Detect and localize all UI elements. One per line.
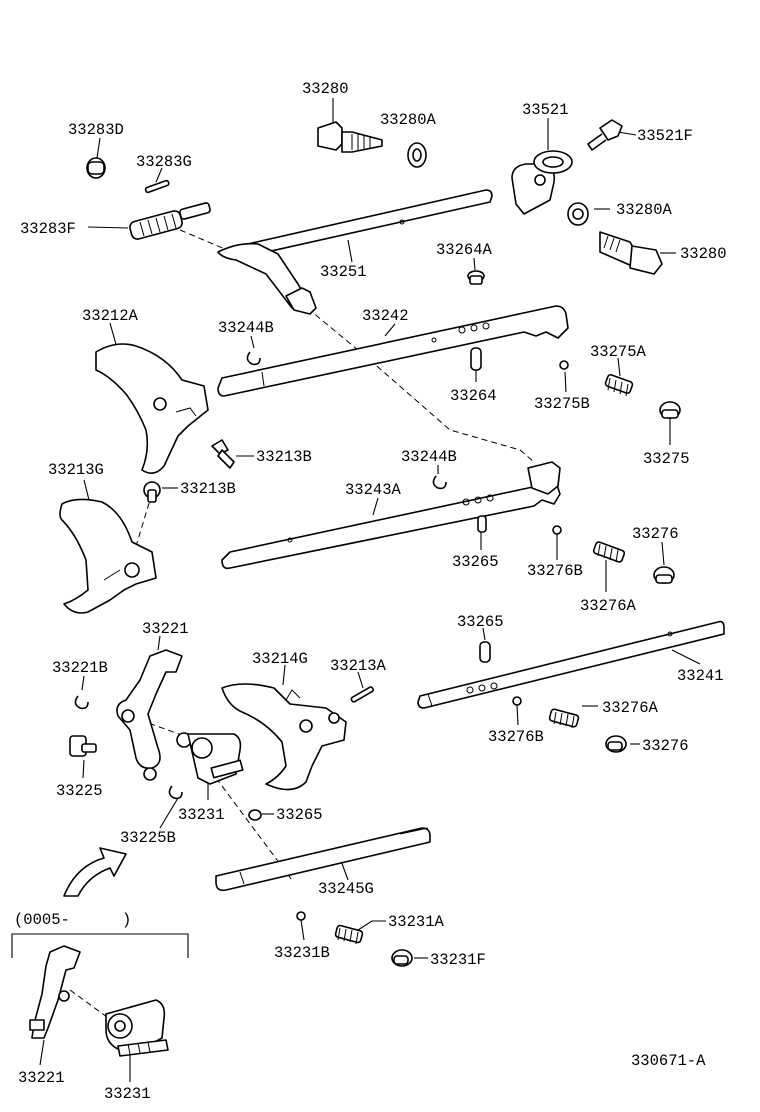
bolt-33521F — [587, 119, 623, 151]
label-33521: 33521 — [522, 101, 569, 119]
label-33265-low: 33265 — [276, 806, 323, 824]
head-33231-top — [176, 732, 244, 785]
shaft-33245G — [215, 827, 431, 892]
shaft-33242 — [217, 305, 569, 397]
lever-33221-top — [116, 649, 183, 781]
pin-33264 — [470, 347, 482, 371]
ball-33276B-mid — [512, 696, 522, 706]
label-33231-bottom: 33231 — [104, 1085, 151, 1103]
shaft-33241 — [417, 620, 725, 709]
spring-33276A-top — [592, 541, 626, 563]
label-33280A-right: 33280A — [616, 201, 673, 219]
shaft-33243A — [221, 461, 561, 570]
spring-33231A — [334, 924, 364, 945]
fork-33213G — [59, 498, 157, 614]
label-33213A: 33213A — [330, 657, 387, 675]
bolt-33280-right — [599, 231, 663, 275]
ball-33276B-top — [552, 525, 562, 535]
label-33244B-mid: 33244B — [401, 448, 457, 466]
label-33276-mid: 33276 — [642, 737, 689, 755]
label-33276B-top: 33276B — [527, 562, 583, 580]
label-33521F: 33521F — [637, 127, 693, 145]
label-33283F: 33283F — [20, 220, 76, 238]
label-33265-mid: 33265 — [457, 613, 504, 631]
label-33276-top: 33276 — [632, 525, 679, 543]
plug-33231F — [391, 949, 413, 967]
label-33221-top: 33221 — [142, 620, 189, 638]
plug-33275 — [659, 401, 681, 419]
label-33275A: 33275A — [590, 343, 647, 361]
lever-33221-bottom — [29, 945, 81, 1039]
variant-bracket — [11, 933, 189, 958]
label-33244B-top: 33244B — [218, 319, 274, 337]
plug-33283D — [86, 157, 106, 179]
label-33213G: 33213G — [48, 461, 104, 479]
label-33231A: 33231A — [388, 913, 445, 931]
label-33280-right: 33280 — [680, 245, 727, 263]
pin-33225 — [69, 735, 97, 757]
clip-33225B — [168, 785, 183, 800]
label-33283D: 33283D — [68, 121, 124, 139]
label-33275: 33275 — [643, 450, 690, 468]
spring-33276A-mid — [548, 708, 580, 729]
plug-33276-mid — [605, 735, 627, 753]
label-33264: 33264 — [450, 387, 497, 405]
label-33276B-mid: 33276B — [488, 728, 544, 746]
diagram-id: 330671-A — [631, 1052, 706, 1070]
ball-33231B — [296, 911, 306, 921]
label-33275B: 33275B — [534, 395, 590, 413]
pin-33265-top — [477, 515, 487, 533]
label-33212A: 33212A — [82, 307, 139, 325]
variant-note-close: ) — [122, 911, 131, 929]
label-33276A-mid: 33276A — [602, 699, 659, 717]
label-33221B: 33221B — [52, 659, 108, 677]
label-33231-top: 33231 — [178, 806, 225, 824]
label-33225B: 33225B — [120, 829, 176, 847]
label-33221-bottom: 33221 — [18, 1069, 65, 1087]
clip-33244B-top — [246, 351, 261, 366]
pin-33213A — [350, 686, 374, 703]
label-33243A: 33243A — [345, 481, 402, 499]
bolt-33264A — [467, 270, 485, 285]
pin-33283G — [144, 179, 170, 194]
label-33265-top: 33265 — [452, 553, 499, 571]
pin-33265-low — [248, 809, 262, 821]
label-33214G: 33214G — [252, 650, 308, 668]
label-33245G: 33245G — [318, 880, 374, 898]
label-33251: 33251 — [320, 263, 367, 281]
shaft-33251 — [217, 189, 493, 315]
bolt-33213B-top — [211, 439, 235, 469]
label-33231B: 33231B — [274, 944, 330, 962]
plug-33276-top — [653, 566, 675, 584]
bolt-33213B-mid — [143, 481, 161, 503]
head-33231-bottom — [105, 999, 169, 1057]
variant-note-open: (0005- — [14, 911, 70, 929]
fork-33212A — [95, 343, 209, 474]
part-shapes — [11, 119, 725, 1057]
shift-head-33521 — [511, 150, 573, 215]
label-33280-top: 33280 — [302, 80, 349, 98]
pin-33265-mid — [479, 641, 491, 663]
part-labels: 33280 33280A 33521 33521F 33283D 33283G … — [14, 80, 727, 1103]
spring-33283F — [129, 202, 211, 240]
label-33283G: 33283G — [136, 153, 192, 171]
label-33264A: 33264A — [436, 241, 493, 259]
label-33213B-mid: 33213B — [180, 480, 236, 498]
label-33241: 33241 — [677, 667, 724, 685]
clip-33244B-mid — [432, 475, 447, 490]
label-33225: 33225 — [56, 782, 103, 800]
clip-33221B — [74, 695, 89, 710]
label-33213B-top: 33213B — [256, 448, 312, 466]
bolt-33280-top — [317, 121, 383, 153]
label-33280A-top: 33280A — [380, 111, 437, 129]
label-33242: 33242 — [362, 307, 409, 325]
arrow-icon — [63, 847, 127, 897]
ball-33275B — [559, 360, 569, 370]
spring-33275A — [604, 373, 634, 397]
fork-33214G — [221, 683, 347, 791]
label-33231F: 33231F — [430, 951, 486, 969]
label-33276A-top: 33276A — [580, 597, 637, 615]
